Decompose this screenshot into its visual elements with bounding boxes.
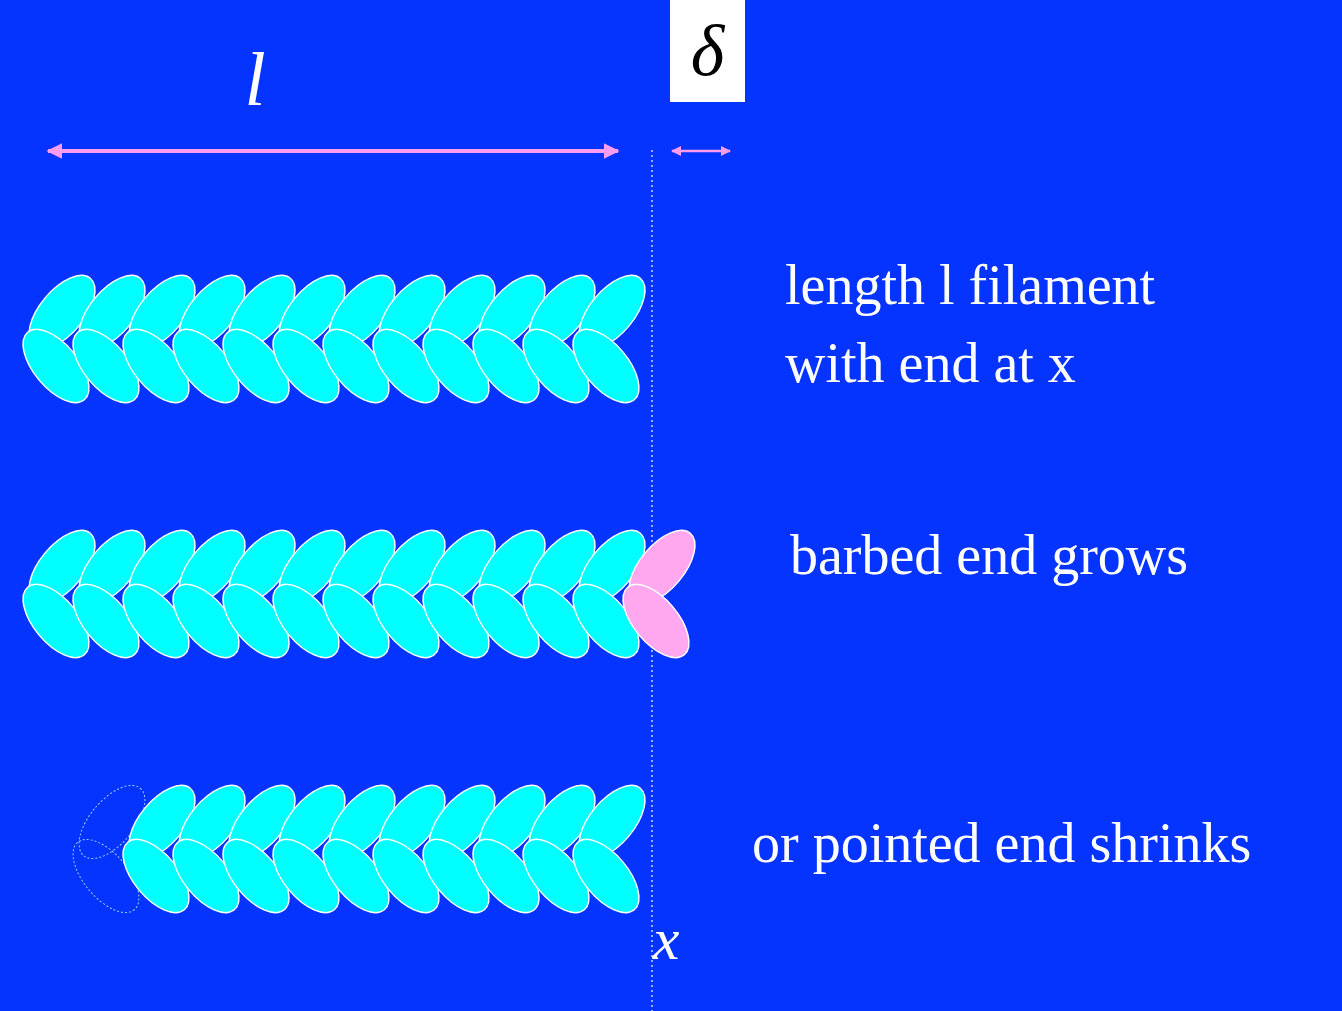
length-arrow [48,149,618,153]
row-caption: barbed end grows [790,516,1310,594]
filament-growing [11,519,707,669]
length-symbol: l [215,40,295,118]
filament-shrinking [61,774,657,924]
row-caption: length l filament with end at x [785,246,1265,402]
symbol-box: δ [670,0,745,102]
filament [11,264,657,414]
row-caption: or pointed end shrinks [752,804,1342,882]
position-symbol: x [636,900,696,978]
step-arrow [672,150,730,153]
symbol-text: δ [691,15,724,87]
